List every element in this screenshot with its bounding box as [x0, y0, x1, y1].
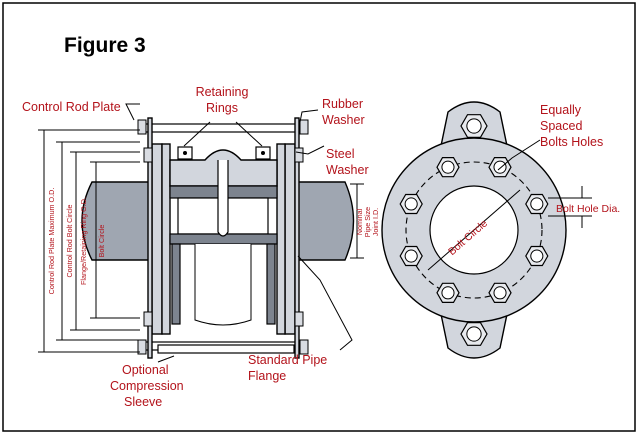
- side-section-view: Control Rod Plate Maximum O.D. Control R…: [38, 117, 380, 359]
- bolt-dot: [183, 151, 187, 155]
- control-rod-right: [294, 117, 300, 359]
- lower-cavity: [194, 244, 252, 326]
- bolt-hole: [441, 160, 455, 174]
- label-equally-1: Equally: [540, 103, 582, 117]
- label-rubber-2: Washer: [322, 113, 365, 127]
- flange-bolt-nut: [143, 147, 153, 163]
- bolt-circle-line: [405, 161, 543, 299]
- flange-bolt-nut: [294, 311, 304, 327]
- bolt-hole: [404, 197, 418, 211]
- leader-lines: [125, 103, 592, 363]
- control-rod-left: [147, 117, 153, 359]
- flange-web-left: [171, 243, 181, 325]
- bolt-hole: [466, 118, 482, 134]
- label-equally-2: Spaced: [540, 119, 582, 133]
- bolt-hole: [404, 249, 418, 263]
- dim-control-rod-plate-max-od: Control Rod Plate Maximum O.D.: [47, 188, 56, 295]
- flange-right-outer: [284, 143, 296, 335]
- rod-nut: [137, 339, 147, 355]
- bolt-dot: [261, 151, 265, 155]
- label-optional-3: Sleeve: [124, 395, 162, 409]
- pipe-right: [294, 181, 355, 261]
- pipe-left: [81, 181, 153, 261]
- label-std-flange-2: Flange: [248, 369, 286, 383]
- rod-nut: [137, 119, 147, 135]
- dim-nominal-pipe-size-2: Pipe Size: [363, 207, 372, 237]
- dim-bolt-circle: Bolt Circle: [97, 225, 106, 258]
- label-optional-1: Optional: [122, 363, 169, 377]
- bolt-hole: [493, 160, 507, 174]
- figure-title: Figure 3: [64, 34, 146, 57]
- bolt-hole: [441, 286, 455, 300]
- bolt-hole: [530, 197, 544, 211]
- label-equally-3: Bolts Holes: [540, 135, 603, 149]
- flange-bolt-nut: [143, 311, 153, 327]
- label-steel-2: Washer: [326, 163, 369, 177]
- flange-left-outer: [151, 143, 163, 335]
- compression-sleeve: [157, 344, 295, 354]
- label-optional-2: Compression: [110, 379, 184, 393]
- retaining-ring-right: [276, 143, 286, 335]
- bolt-circle-dimension: [427, 189, 521, 271]
- dim-nominal-pipe-size-3: Joint I.D.: [371, 208, 380, 236]
- arch-cavity: [217, 160, 229, 237]
- label-bolt-hole-dia: Bolt Hole Dia.: [556, 203, 620, 215]
- label-retaining-1: Retaining: [196, 85, 249, 99]
- label-steel-1: Steel: [326, 147, 355, 161]
- rod-nut: [299, 119, 309, 135]
- bolt-hole: [493, 286, 507, 300]
- rod-nut: [299, 339, 309, 355]
- label-std-flange-1: Standard Pipe: [248, 353, 327, 367]
- label-control-rod-plate: Control Rod Plate: [22, 100, 121, 114]
- dim-control-rod-bolt-circle: Control Rod Bolt Circle: [65, 204, 74, 277]
- dim-flange-retaining-ring-od: Flange/Retaining Ring O.D.: [79, 197, 88, 285]
- dim-nominal-pipe-size-1: Nominal: [355, 208, 364, 235]
- label-retaining-2: Rings: [206, 101, 238, 115]
- flange-face-view: Bolt Circle: [381, 101, 567, 359]
- bolt-heads: [399, 114, 549, 346]
- flange-web-right: [266, 243, 276, 325]
- bolt-hole: [466, 326, 482, 342]
- label-rubber-1: Rubber: [322, 97, 363, 111]
- retaining-ring-left: [161, 143, 171, 335]
- flange-bolt-nut: [294, 147, 304, 163]
- control-rod-plate-top: [139, 123, 306, 133]
- bolt-hole: [530, 249, 544, 263]
- dimension-lines: [38, 129, 364, 353]
